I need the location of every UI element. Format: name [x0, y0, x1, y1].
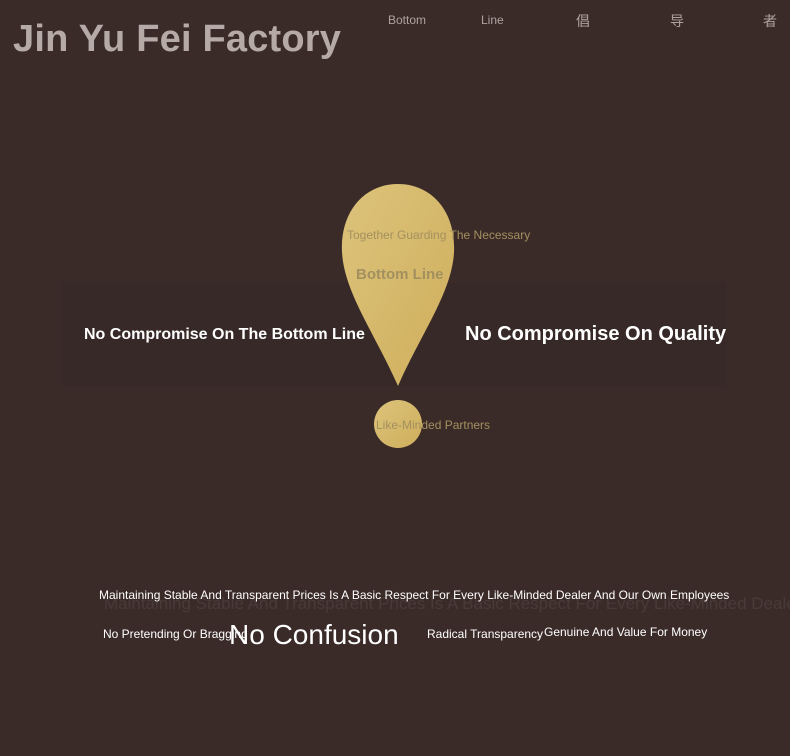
mark-main-label: Bottom Line: [356, 266, 444, 283]
nav-item-dao[interactable]: 导: [670, 13, 684, 29]
exclamation-mark-icon: [341, 184, 455, 448]
drop-shape: [341, 184, 455, 386]
slogan-right: No Compromise On Quality: [465, 323, 727, 345]
price-statement: Maintaining Stable And Transparent Price…: [99, 588, 730, 602]
slogan-left: No Compromise On The Bottom Line: [84, 326, 365, 343]
upper-caption: Together Guarding The Necessary: [347, 228, 531, 242]
tag-no-pretending: No Pretending Or Bragging: [103, 627, 248, 641]
dot-shape: [374, 400, 422, 448]
nav-item-zhe[interactable]: 者: [763, 13, 777, 29]
tag-radical-transparency: Radical Transparency: [427, 627, 544, 641]
statement-shadow: Maintaining Stable And Transparent Price…: [104, 594, 790, 613]
dot-caption: Like-Minded Partners: [376, 418, 491, 432]
nav-item-line[interactable]: Line: [481, 13, 504, 27]
nav-item-chang[interactable]: 倡: [576, 13, 590, 29]
tag-genuine-value: Genuine And Value For Money: [544, 625, 708, 639]
highlight-no-confusion: No Confusion: [229, 619, 399, 650]
nav-item-bottom[interactable]: Bottom: [388, 13, 427, 27]
brand-title: Jin Yu Fei Factory: [13, 18, 342, 60]
